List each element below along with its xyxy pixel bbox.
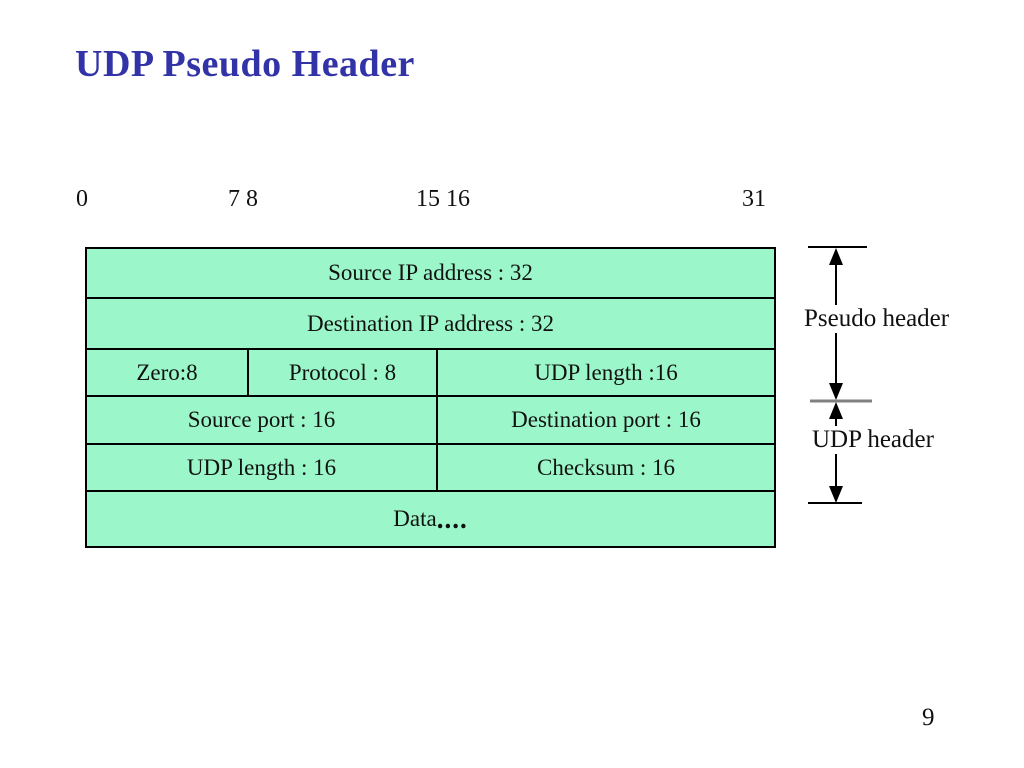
slide-title: UDP Pseudo Header [75,43,415,85]
page-number: 9 [922,704,935,731]
cell-destination-port: Destination port : 16 [436,397,774,443]
table-row-data: Data.... [87,490,774,546]
cell-source-ip-address: Source IP address : 32 [328,260,533,285]
bit-ruler-label-7-8: 7 8 [228,186,258,212]
table-row-zero-protocol-length: Zero:8 Protocol : 8 UDP length :16 [87,348,774,395]
cell-source-port: Source port : 16 [187,407,336,432]
cell-data: Data.... [87,492,774,546]
bit-ruler-label-0: 0 [76,186,88,212]
table-row-source-ip: Source IP address : 32 [87,249,774,297]
table-row-ports: Source port : 16 Destination port : 16 [87,395,774,443]
table-row-length-checksum: UDP length : 16 Checksum : 16 [87,443,774,490]
udp-pseudo-header-table: Source IP address : 32 Destination IP ad… [85,247,776,548]
arrowhead-down-icon [829,486,843,503]
udp-header-label: UDP header [809,426,937,454]
data-label: Data [393,506,437,531]
cell-protocol: Protocol : 8 [247,350,436,395]
data-ellipsis: .... [436,503,468,534]
bit-ruler-label-15-16: 15 16 [416,186,470,212]
bit-ruler-label-31: 31 [742,186,766,212]
table-row-destination-ip: Destination IP address : 32 [87,297,774,348]
cell-udp-length: UDP length : 16 [186,454,337,480]
cell-destination-ip-address: Destination IP address : 32 [306,310,554,336]
cell-checksum: Checksum : 16 [436,445,774,490]
arrowhead-up-icon [829,248,843,265]
arrowhead-down-icon [829,383,843,400]
cell-udp-length-pseudo: UDP length :16 [436,350,774,395]
arrowhead-up-icon [829,402,843,419]
extent-arrows-graphic [808,246,872,504]
pseudo-header-label: Pseudo header [801,305,953,333]
cell-zero: Zero:8 [136,359,198,385]
